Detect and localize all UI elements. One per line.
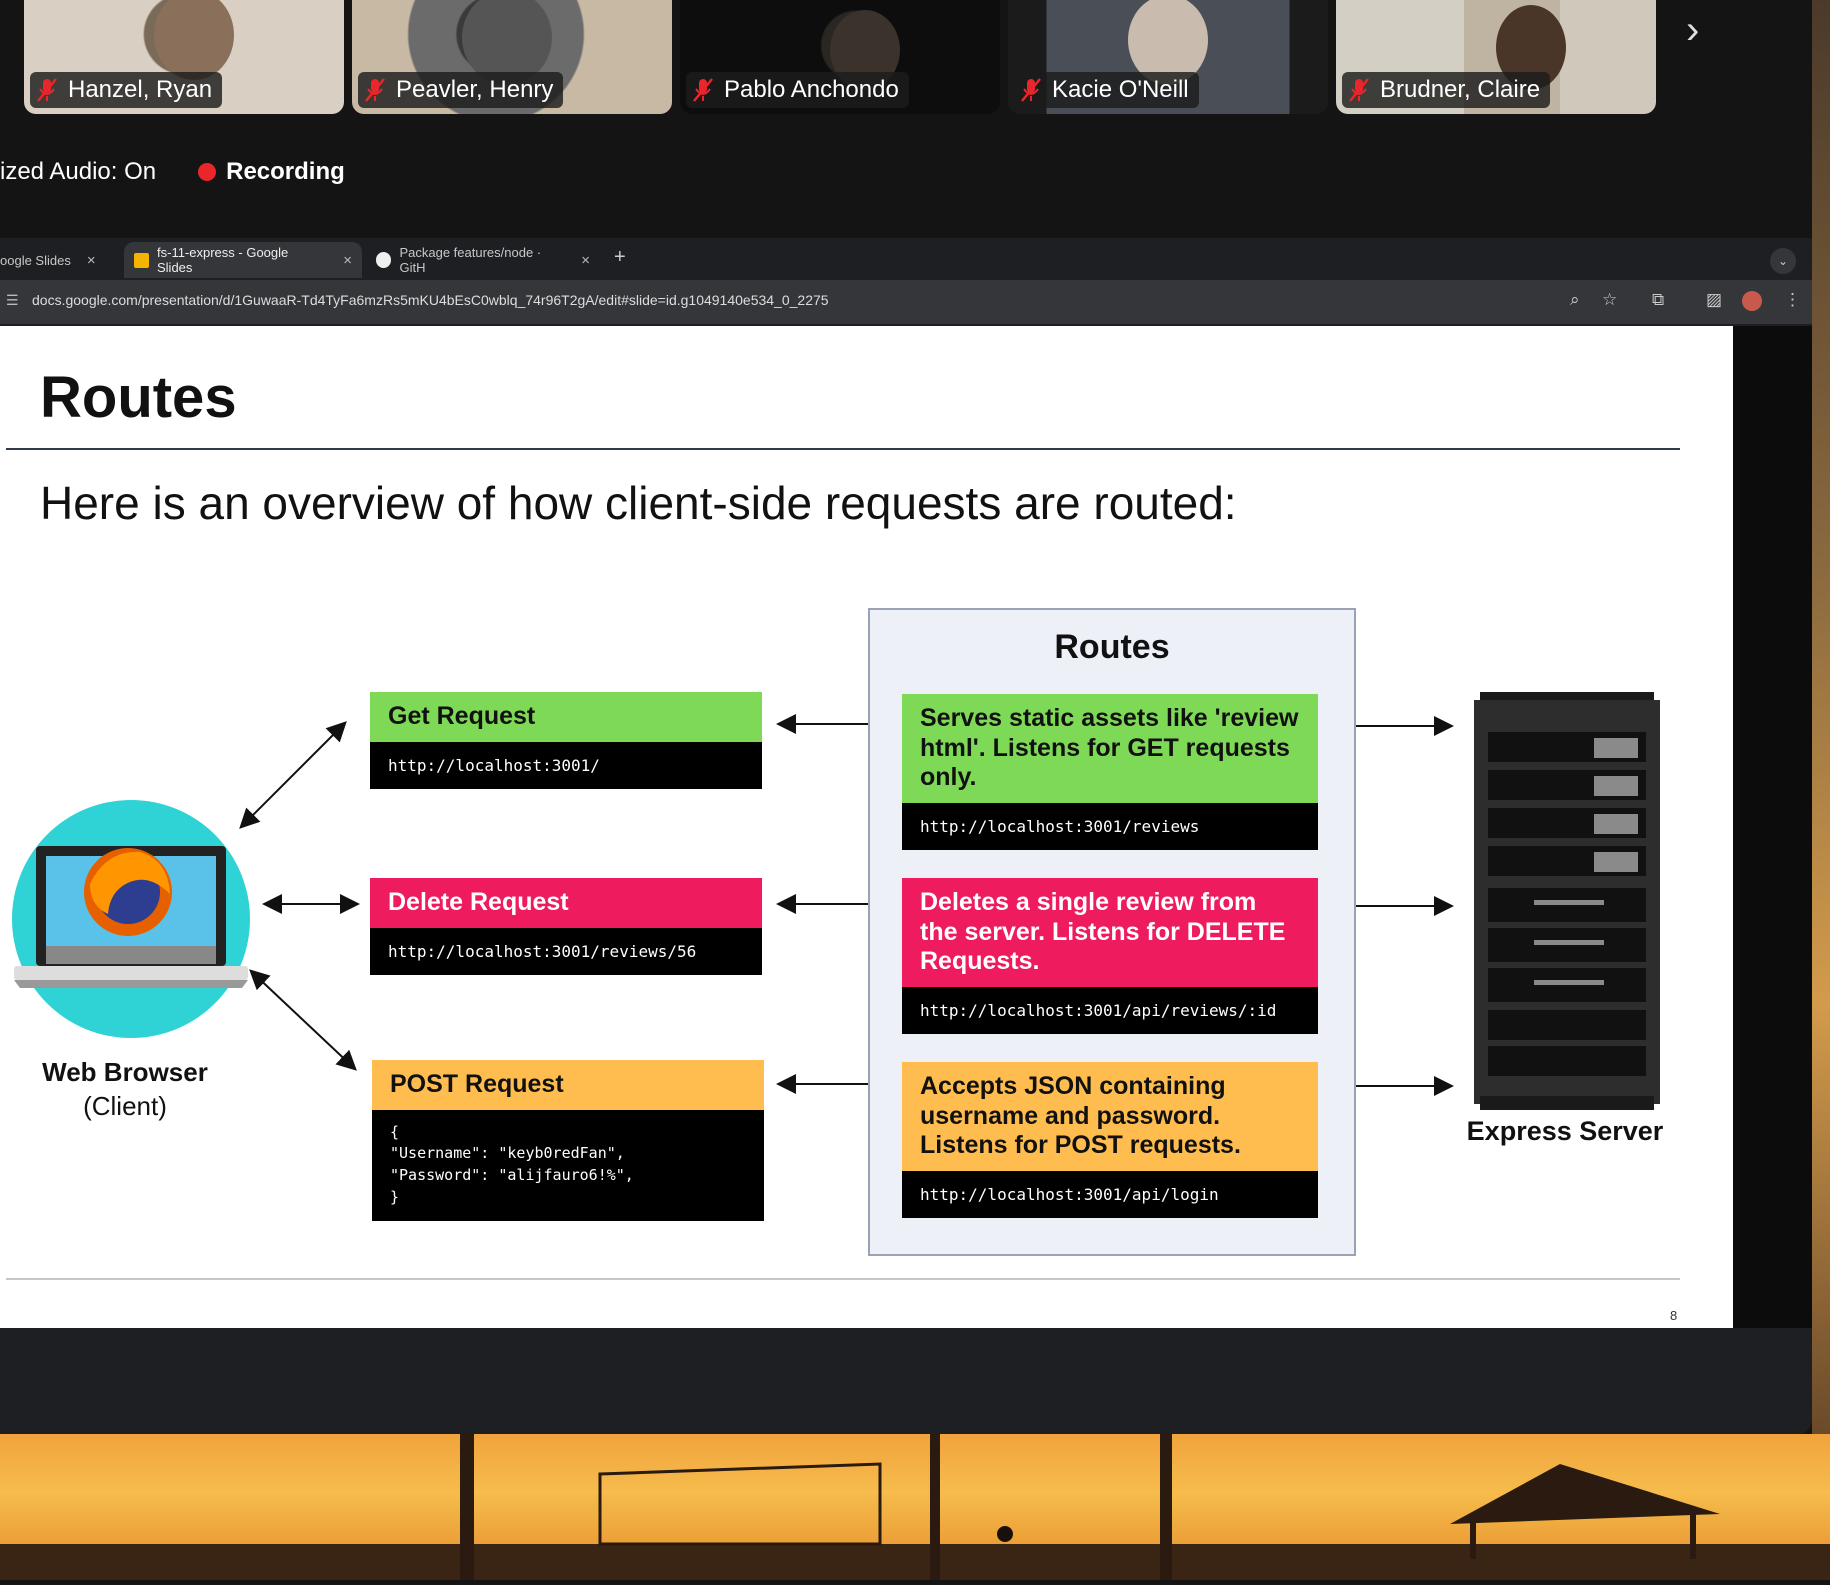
request-title: Get Request bbox=[370, 692, 762, 742]
tab-github-package[interactable]: Package features/node · GitH × bbox=[366, 242, 600, 278]
request-card-post: POST Request { "Username": "keyb0redFan"… bbox=[372, 1060, 764, 1221]
participant-name: Peavler, Henry bbox=[396, 76, 554, 103]
browser-window: oogle Slides × fs-11-express - Google Sl… bbox=[0, 238, 1812, 1434]
server-rack-icon bbox=[1474, 692, 1660, 1110]
participant-tile[interactable]: Hanzel, Ryan bbox=[24, 0, 344, 114]
route-url: http://localhost:3001/reviews bbox=[902, 802, 1318, 850]
mic-muted-icon bbox=[365, 78, 385, 102]
record-dot-icon bbox=[198, 163, 217, 181]
request-body: http://localhost:3001/ bbox=[370, 741, 762, 789]
beach-silhouette-image bbox=[0, 1434, 1830, 1580]
close-icon[interactable]: × bbox=[343, 251, 352, 269]
presentation-margin bbox=[1733, 326, 1812, 1328]
route-url: http://localhost:3001/api/reviews/:id bbox=[902, 986, 1318, 1034]
participant-video bbox=[154, 0, 234, 80]
github-icon bbox=[376, 252, 392, 268]
request-card-get: Get Request http://localhost:3001/ bbox=[370, 692, 762, 789]
routes-panel-title: Routes bbox=[1054, 628, 1170, 666]
address-bar: ☰ docs.google.com/presentation/d/1GuwaaR… bbox=[0, 280, 1812, 324]
chevron-right-icon[interactable]: › bbox=[1686, 8, 1700, 52]
slide-page-number: 8 bbox=[1670, 1308, 1678, 1323]
routes-panel: Routes Serves static assets like 'review… bbox=[868, 608, 1356, 1256]
participant-name-tag: Hanzel, Ryan bbox=[30, 72, 223, 108]
route-card-get: Serves static assets like 'review html'.… bbox=[902, 694, 1318, 850]
mic-muted-icon bbox=[1349, 78, 1369, 102]
profile-avatar[interactable] bbox=[1742, 291, 1762, 311]
slides-icon bbox=[134, 252, 149, 268]
participant-name: Kacie O'Neill bbox=[1052, 76, 1189, 103]
mic-muted-icon bbox=[693, 78, 713, 102]
slide-canvas: Routes Here is an overview of how client… bbox=[0, 326, 1733, 1328]
route-description: Accepts JSON containing username and pas… bbox=[902, 1062, 1318, 1171]
tab-label: fs-11-express - Google Slides bbox=[157, 245, 289, 275]
mic-muted-icon bbox=[37, 78, 57, 102]
client-role: (Client) bbox=[83, 1090, 167, 1121]
bookmark-star-icon[interactable]: ☆ bbox=[1602, 290, 1618, 309]
route-description: Deletes a single review from the server.… bbox=[902, 878, 1318, 987]
participant-tile[interactable]: Kacie O'Neill bbox=[1008, 0, 1328, 114]
close-icon[interactable]: × bbox=[86, 251, 96, 269]
participant-name: Pablo Anchondo bbox=[724, 76, 899, 103]
participant-name: Brudner, Claire bbox=[1380, 76, 1541, 103]
site-info-icon[interactable]: ☰ bbox=[6, 292, 19, 308]
route-url: http://localhost:3001/api/login bbox=[902, 1170, 1318, 1218]
tab-fs-11-express[interactable]: fs-11-express - Google Slides × bbox=[124, 242, 362, 278]
tab-label: Package features/node · GitH bbox=[399, 245, 542, 275]
close-icon[interactable]: × bbox=[581, 251, 590, 269]
request-body: { "Username": "keyb0redFan", "Password":… bbox=[372, 1109, 764, 1221]
desktop-wallpaper bbox=[0, 1434, 1830, 1580]
participant-name-tag: Brudner, Claire bbox=[1342, 72, 1551, 108]
route-card-delete: Deletes a single review from the server.… bbox=[902, 878, 1318, 1034]
participant-video bbox=[462, 0, 552, 85]
extensions-icon[interactable]: ⧉ bbox=[1652, 290, 1665, 309]
participant-tile[interactable]: Brudner, Claire bbox=[1336, 0, 1656, 114]
url-field[interactable]: docs.google.com/presentation/d/1GuwaaR-T… bbox=[32, 292, 829, 308]
more-menu-icon[interactable]: ⋮ bbox=[1784, 290, 1801, 309]
server-label: Express Server bbox=[1466, 1116, 1664, 1146]
tab-bar: oogle Slides × fs-11-express - Google Sl… bbox=[0, 238, 1812, 280]
request-card-delete: Delete Request http://localhost:3001/rev… bbox=[370, 878, 762, 975]
zoom-icon[interactable]: ⌕ bbox=[1570, 290, 1580, 309]
request-title: Delete Request bbox=[370, 878, 762, 928]
footer-divider bbox=[6, 1278, 1680, 1280]
participant-name-tag: Pablo Anchondo bbox=[686, 72, 909, 108]
recording-indicator[interactable]: Recording bbox=[198, 158, 345, 186]
participant-name-tag: Kacie O'Neill bbox=[1014, 72, 1199, 108]
recording-label: Recording bbox=[226, 158, 345, 185]
slide-title: Routes bbox=[40, 365, 237, 430]
participant-name-tag: Peavler, Henry bbox=[358, 72, 564, 108]
participant-name: Hanzel, Ryan bbox=[68, 76, 213, 103]
route-description: Serves static assets like 'review html'.… bbox=[902, 694, 1318, 803]
participant-tile[interactable]: Pablo Anchondo bbox=[680, 0, 1000, 114]
request-body: http://localhost:3001/reviews/56 bbox=[370, 927, 762, 975]
client-label: Web Browser (Client) bbox=[20, 1056, 230, 1124]
route-card-post: Accepts JSON containing username and pas… bbox=[902, 1062, 1318, 1218]
mic-muted-icon bbox=[1021, 78, 1041, 102]
firefox-logo-icon bbox=[84, 848, 172, 936]
participant-video bbox=[1128, 0, 1208, 85]
side-panel-icon[interactable]: ▨ bbox=[1706, 290, 1723, 309]
tab-label: oogle Slides bbox=[0, 252, 71, 268]
new-tab-button[interactable]: + bbox=[614, 246, 626, 268]
request-title: POST Request bbox=[372, 1060, 764, 1110]
meeting-status-row: ized Audio: On Recording bbox=[0, 150, 345, 194]
tab-search-button[interactable]: ⌄ bbox=[1770, 248, 1796, 274]
desktop-wallpaper-edge bbox=[1812, 0, 1830, 1434]
audio-status[interactable]: ized Audio: On bbox=[0, 158, 157, 185]
client-name: Web Browser bbox=[42, 1057, 208, 1087]
slide-subtitle: Here is an overview of how client-side r… bbox=[40, 477, 1237, 529]
tab-google-slides[interactable]: oogle Slides × bbox=[0, 242, 118, 278]
title-divider bbox=[6, 448, 1680, 450]
participant-tile[interactable]: Peavler, Henry bbox=[352, 0, 672, 114]
